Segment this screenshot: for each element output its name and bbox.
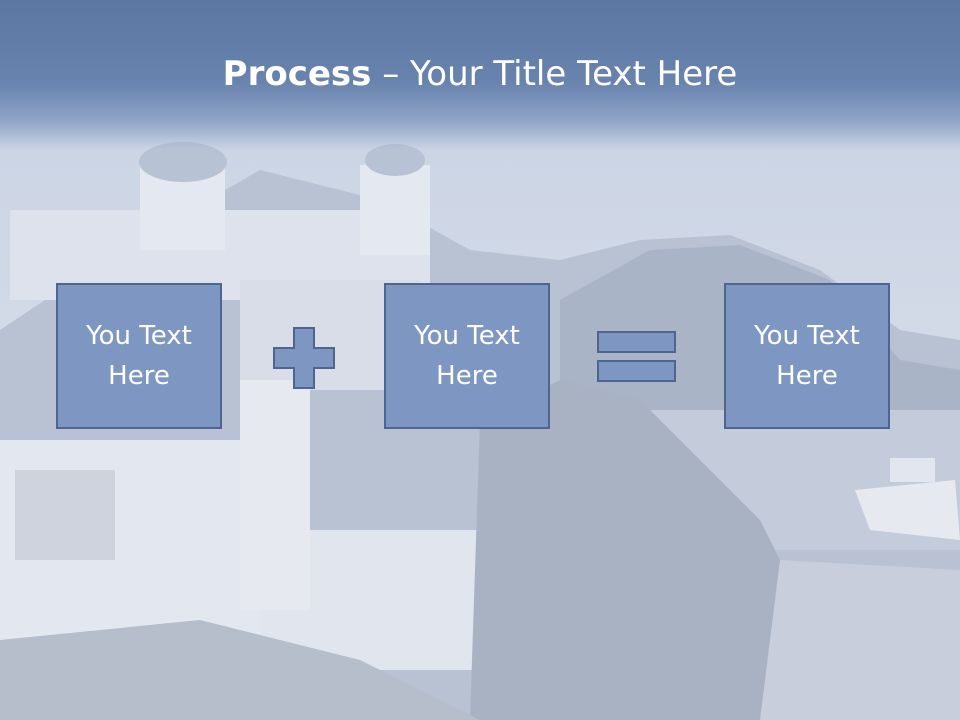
equals-icon bbox=[597, 331, 676, 382]
process-box-3[interactable]: You Text Here bbox=[724, 283, 890, 429]
title-rest: Your Title Text Here bbox=[410, 54, 738, 94]
process-box-3-label: You Text Here bbox=[754, 321, 860, 391]
title-bold-part: Process bbox=[222, 54, 372, 94]
title-bar bbox=[0, 0, 960, 150]
process-box-1-label: You Text Here bbox=[86, 321, 192, 391]
process-box-1[interactable]: You Text Here bbox=[56, 283, 222, 429]
slide-title: Process – Your Title Text Here bbox=[0, 52, 960, 96]
process-box-2-label: You Text Here bbox=[414, 321, 520, 391]
process-box-2[interactable]: You Text Here bbox=[384, 283, 550, 429]
title-separator: – bbox=[371, 54, 411, 94]
plus-icon bbox=[273, 327, 335, 389]
